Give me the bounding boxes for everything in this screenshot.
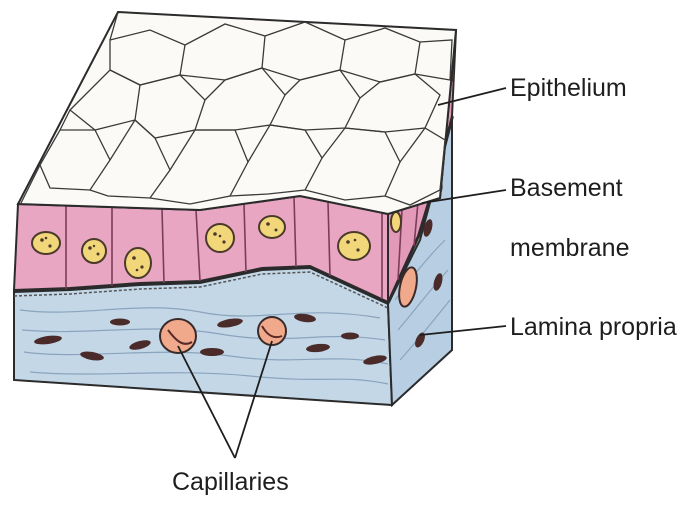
basement-membrane-label-line2: membrane	[510, 234, 630, 262]
nucleus	[32, 232, 60, 254]
nucleus	[391, 212, 401, 232]
nucleus	[125, 248, 151, 278]
basement-membrane-label-line1: Basement	[510, 174, 623, 202]
epithelium-layer	[14, 12, 456, 302]
epithelium-label: Epithelium	[510, 74, 627, 102]
capillaries-label: Capillaries	[172, 468, 289, 496]
lamina-propria-label: Lamina propria	[510, 313, 677, 341]
capillary	[258, 317, 286, 345]
nucleus	[82, 239, 106, 263]
nucleus	[259, 216, 285, 238]
nucleus	[206, 224, 234, 252]
nucleus	[338, 232, 370, 260]
